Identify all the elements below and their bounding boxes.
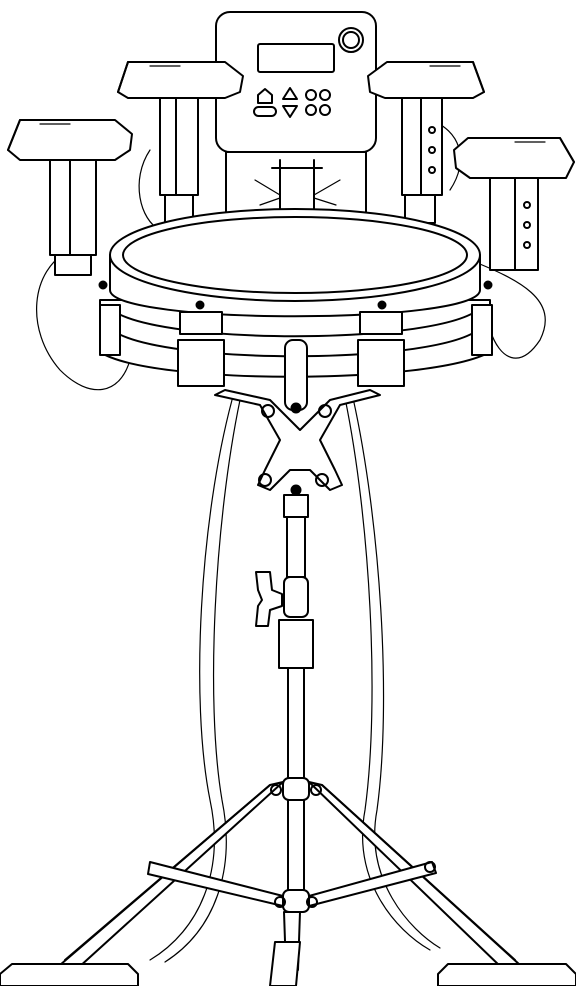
module-display — [257, 43, 335, 73]
snare-clamp-mount — [214, 339, 381, 518]
module-buttons — [253, 87, 331, 118]
snare-pad — [98, 208, 493, 387]
pad-left — [117, 61, 244, 224]
tripod-feet — [0, 941, 576, 986]
pad-right — [367, 61, 485, 224]
pad-cables — [36, 119, 546, 963]
module-knob — [338, 27, 364, 53]
tripod-legs — [59, 781, 521, 969]
drum-module — [215, 11, 377, 223]
pad-far-left — [7, 119, 133, 276]
pad-far-right — [453, 137, 575, 271]
height-wing-nut — [255, 571, 283, 627]
